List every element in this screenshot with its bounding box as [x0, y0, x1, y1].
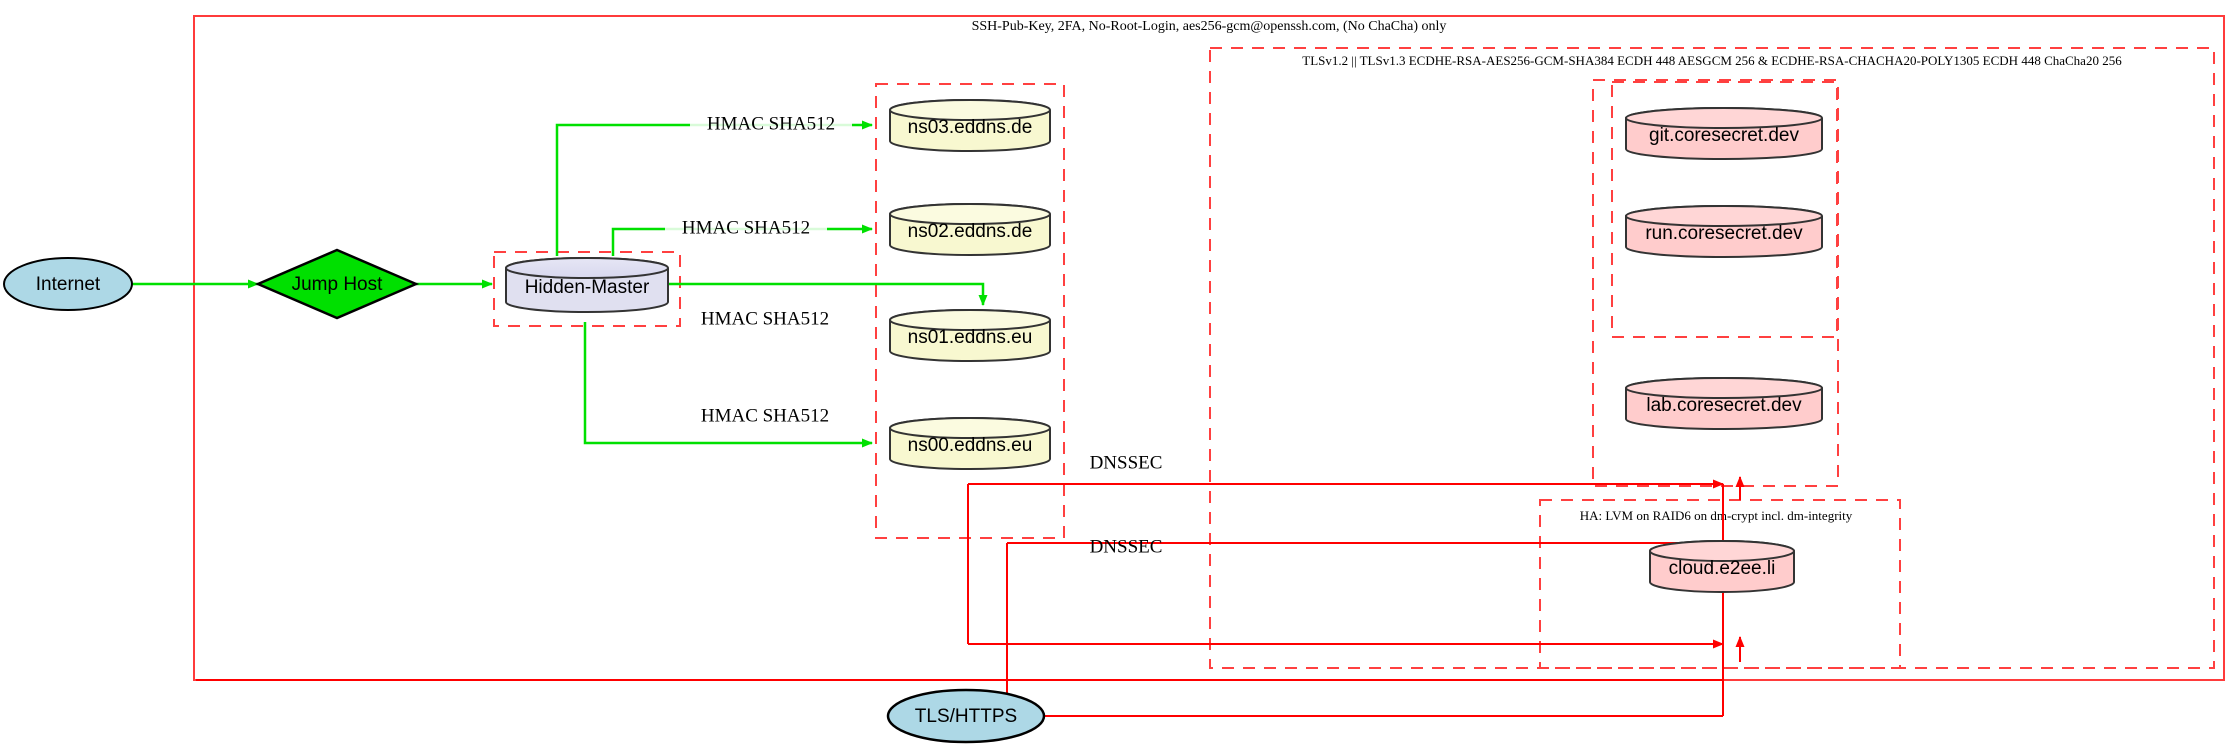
edge-label-dnssec-1: DNSSEC [1090, 452, 1163, 473]
node-jump-host-label: Jump Host [292, 274, 384, 295]
cluster-ha-label: HA: LVM on RAID6 on dm-crypt incl. dm-in… [1580, 508, 1853, 523]
edge-label-hmac-ns00: HMAC SHA512 [701, 405, 829, 426]
edge-label-dnssec-2: DNSSEC [1090, 536, 1163, 557]
node-cloud-e2ee[interactable]: cloud.e2ee.li [1649, 540, 1795, 593]
cluster-hidden-master-box [493, 251, 681, 327]
node-hidden-master-label: Hidden-Master [525, 277, 650, 298]
edge-label-hmac-ns01: HMAC SHA512 [701, 308, 829, 329]
edge-hiddenmaster-ns01 [668, 282, 988, 306]
node-ns03[interactable]: ns03.eddns.de [889, 99, 1051, 152]
node-ns00[interactable]: ns00.eddns.eu [889, 417, 1051, 470]
node-hidden-master[interactable]: Hidden-Master [505, 257, 669, 313]
node-tls-https[interactable]: TLS/HTTPS [886, 688, 1046, 744]
cluster-coresecret-inner-box [1611, 81, 1838, 338]
node-ns01[interactable]: ns01.eddns.eu [889, 309, 1051, 362]
cluster-ssh-label: SSH-Pub-Key, 2FA, No-Root-Login, aes256-… [972, 19, 1447, 34]
node-git-coresecret-label: git.coresecret.dev [1649, 125, 1799, 146]
node-ns01-label: ns01.eddns.eu [908, 327, 1033, 348]
node-internet[interactable]: Internet [3, 257, 133, 311]
node-git-coresecret[interactable]: git.coresecret.dev [1625, 107, 1823, 160]
node-tls-https-label: TLS/HTTPS [915, 706, 1017, 727]
node-cloud-e2ee-label: cloud.e2ee.li [1669, 558, 1776, 579]
node-lab-coresecret[interactable]: lab.coresecret.dev [1625, 377, 1823, 430]
node-ns02[interactable]: ns02.eddns.de [889, 203, 1051, 256]
cluster-ha-box [1539, 499, 1901, 669]
edge-label-hmac-ns03: HMAC SHA512 [707, 113, 835, 134]
node-jump-host[interactable]: Jump Host [254, 248, 420, 320]
edge-hiddenmaster-ns00 [583, 322, 873, 448]
node-ns00-label: ns00.eddns.eu [908, 435, 1033, 456]
node-internet-label: Internet [36, 274, 101, 295]
node-run-coresecret-label: run.coresecret.dev [1645, 223, 1803, 244]
node-ns03-label: ns03.eddns.de [908, 117, 1033, 138]
cluster-dns-box [875, 83, 1065, 539]
cluster-tls-label: TLSv1.2 || TLSv1.3 ECDHE-RSA-AES256-GCM-… [1302, 53, 2122, 68]
node-run-coresecret[interactable]: run.coresecret.dev [1625, 205, 1823, 258]
node-lab-coresecret-label: lab.coresecret.dev [1646, 395, 1802, 416]
node-ns02-label: ns02.eddns.de [908, 221, 1033, 242]
edge-label-hmac-ns02: HMAC SHA512 [682, 217, 810, 238]
